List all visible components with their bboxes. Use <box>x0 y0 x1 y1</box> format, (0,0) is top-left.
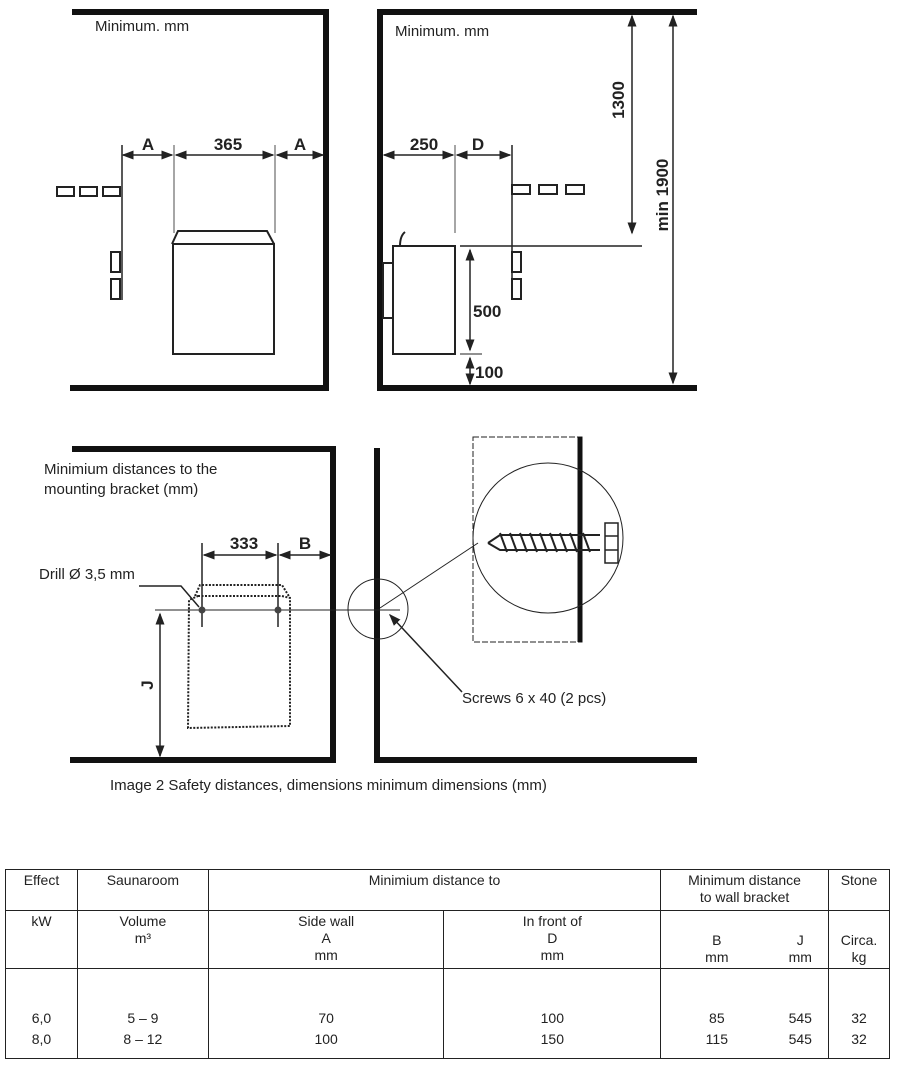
header-effect: Effect <box>5 869 78 911</box>
svg-text:A: A <box>142 135 154 154</box>
header-min-distance: Minimium distance to <box>207 869 662 911</box>
svg-text:500: 500 <box>473 302 501 321</box>
svg-text:100: 100 <box>475 363 503 382</box>
bracket-diagram: Minimium distances to the mounting brack… <box>39 436 697 763</box>
figure-caption: Image 2 Safety distances, dimensions min… <box>110 777 547 794</box>
diagram-title: Minimum. mm <box>395 23 489 40</box>
svg-text:365: 365 <box>214 135 242 154</box>
svg-text:Drill Ø 3,5 mm: Drill Ø 3,5 mm <box>39 566 135 583</box>
table-row: 8,0 8 – 12 100 150 115 545 32 <box>5 1028 891 1059</box>
subheader-kg: Circa.kg <box>827 910 891 969</box>
svg-text:B: B <box>299 534 311 553</box>
svg-text:1300: 1300 <box>609 81 628 119</box>
specifications-table: Effect Saunaroom Minimium distance to Mi… <box>5 869 891 1059</box>
diagram-title: Minimum. mm <box>95 18 189 35</box>
safety-distance-diagrams: Minimum. mm A 365 A Minimum. mm 250 D <box>39 9 697 794</box>
subheader-kw: kW <box>5 910 78 969</box>
svg-text:A: A <box>294 135 306 154</box>
header-stone: Stone <box>827 869 891 911</box>
svg-text:Minimium distances to the: Minimium distances to the <box>44 461 217 478</box>
top-view-diagram: Minimum. mm A 365 A <box>56 9 329 391</box>
svg-text:D: D <box>472 135 484 154</box>
svg-text:333: 333 <box>230 534 258 553</box>
svg-text:J: J <box>138 680 157 689</box>
side-view-diagram: Minimum. mm 250 D 1300 min 1900 500 100 <box>377 9 697 391</box>
svg-text:250: 250 <box>410 135 438 154</box>
svg-text:min 1900: min 1900 <box>653 159 672 232</box>
table-row: 6,0 5 – 9 70 100 85 545 32 <box>5 968 891 1029</box>
svg-text:mounting bracket (mm): mounting bracket (mm) <box>44 481 198 498</box>
svg-text:Screws 6 x 40 (2 pcs): Screws 6 x 40 (2 pcs) <box>462 690 606 707</box>
header-saunaroom: Saunaroom <box>76 869 209 911</box>
